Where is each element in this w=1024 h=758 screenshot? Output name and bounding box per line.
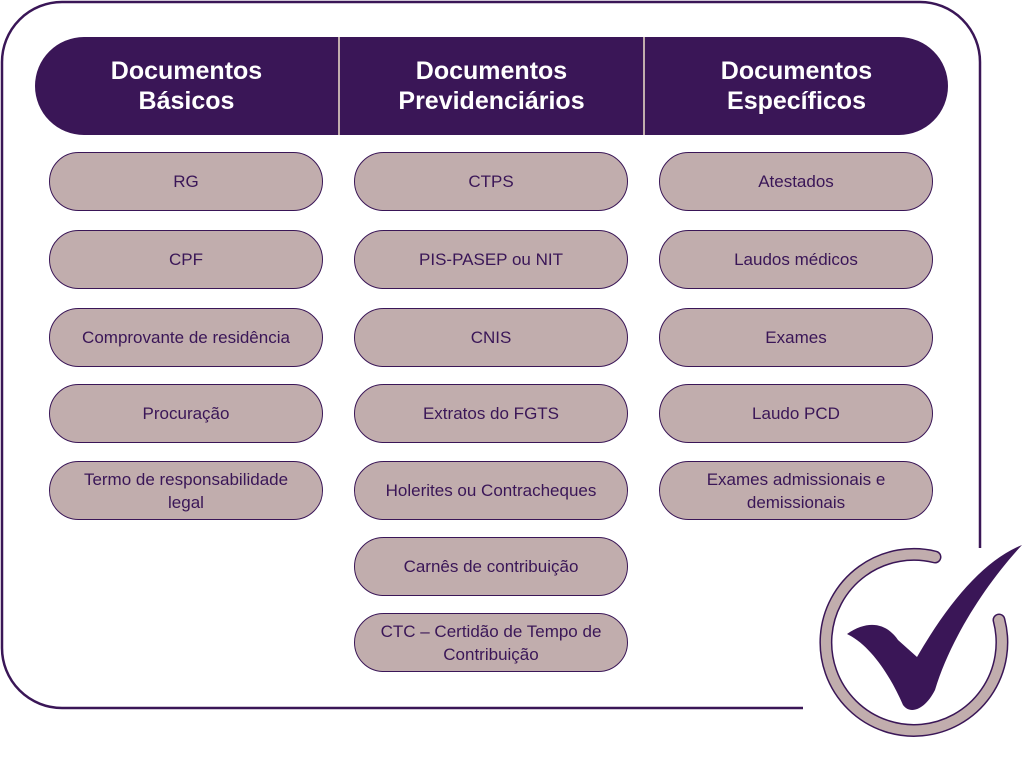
outer-frame bbox=[0, 0, 982, 710]
document-item: Extratos do FGTS bbox=[354, 384, 628, 443]
document-item: CTC – Certidão de Tempo de Contribuição bbox=[354, 613, 628, 672]
document-item: CTPS bbox=[354, 152, 628, 211]
document-item: CPF bbox=[49, 230, 323, 289]
header-line: Previdenciários bbox=[398, 87, 585, 115]
document-item: Atestados bbox=[659, 152, 933, 211]
header-line: Documentos bbox=[415, 57, 568, 85]
document-item: Carnês de contribuição bbox=[354, 537, 628, 596]
document-item: RG bbox=[49, 152, 323, 211]
header-line: Específicos bbox=[727, 87, 866, 115]
header-line: Básicos bbox=[138, 87, 235, 115]
document-item: Holerites ou Contracheques bbox=[354, 461, 628, 520]
document-item: Termo de responsabilidade legal bbox=[49, 461, 323, 520]
document-item: CNIS bbox=[354, 308, 628, 367]
document-item: Laudos médicos bbox=[659, 230, 933, 289]
header-line: Documentos bbox=[110, 57, 263, 85]
document-item: Exames admissionais e demissionais bbox=[659, 461, 933, 520]
checkmark-icon bbox=[847, 545, 1022, 710]
document-item: Procuração bbox=[49, 384, 323, 443]
document-item: Exames bbox=[659, 308, 933, 367]
document-item: PIS-PASEP ou NIT bbox=[354, 230, 628, 289]
document-item: Laudo PCD bbox=[659, 384, 933, 443]
header-line: Documentos bbox=[720, 57, 873, 85]
document-item: Comprovante de residência bbox=[49, 308, 323, 367]
